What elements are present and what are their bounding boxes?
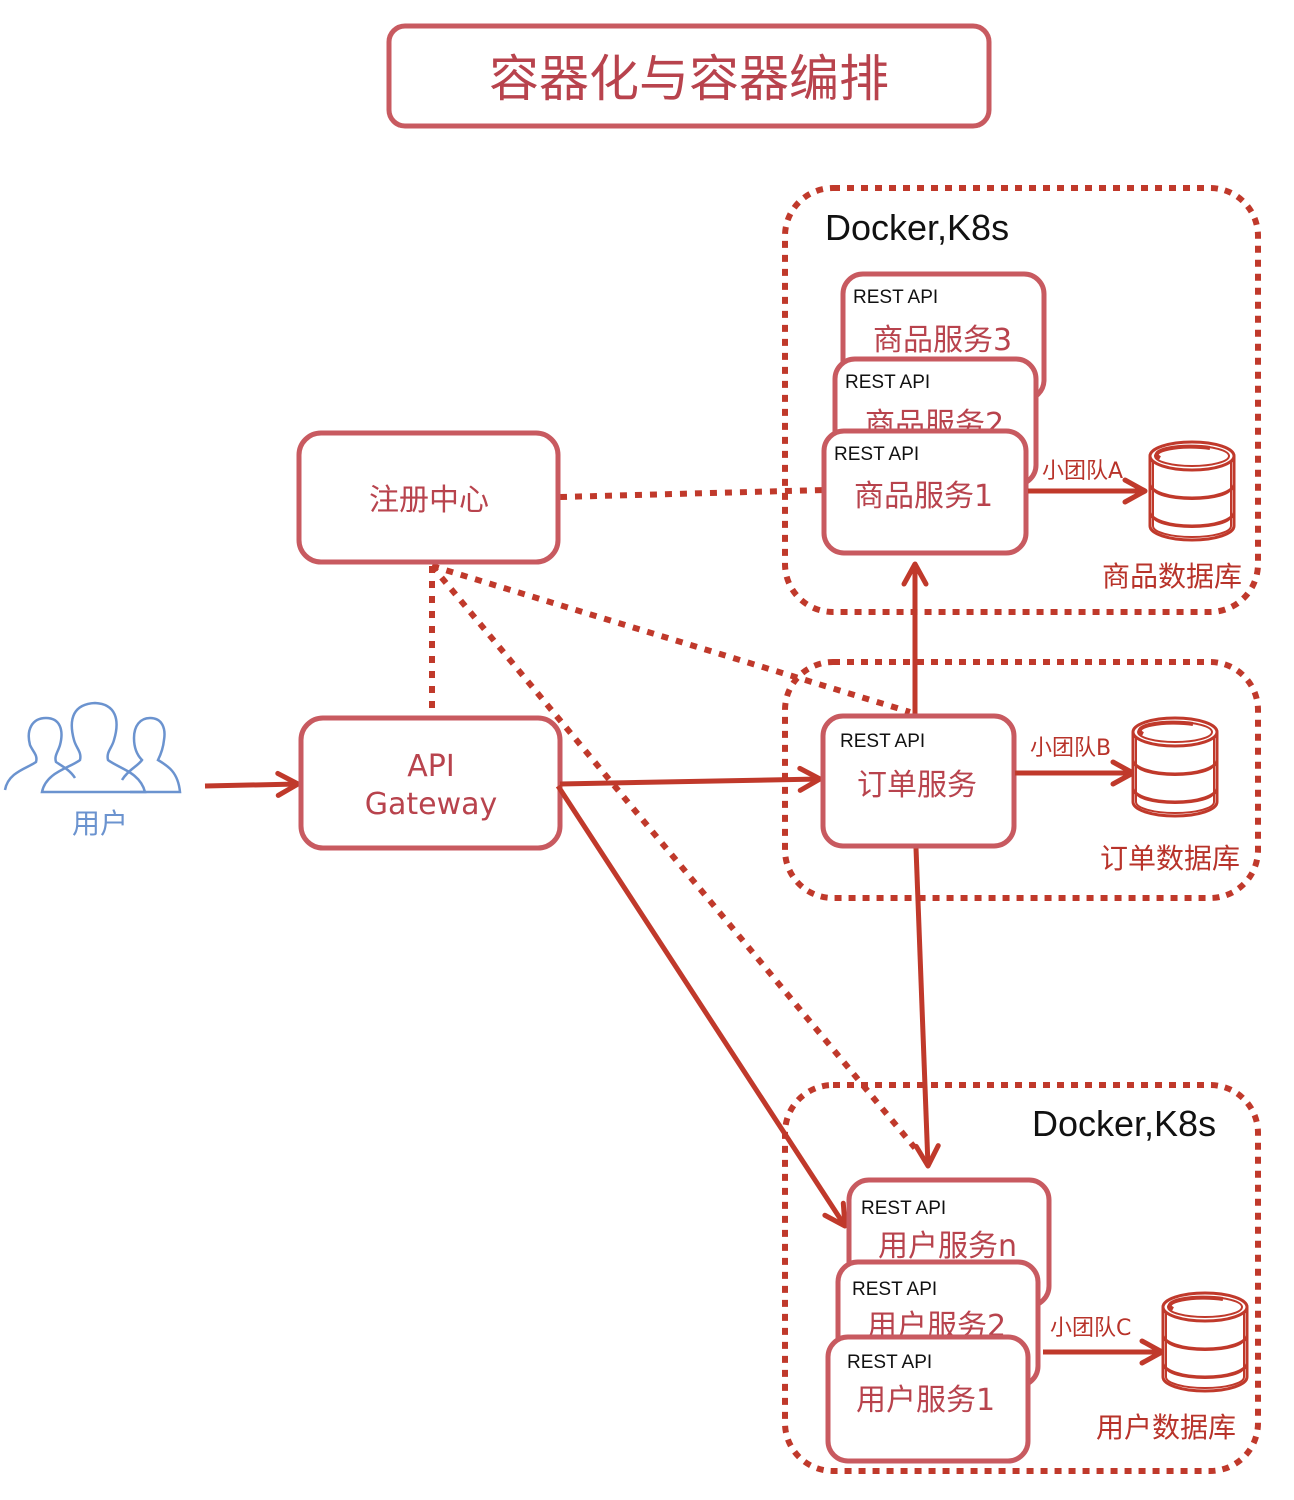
rest-api-label: REST API xyxy=(845,372,930,393)
gateway-label-line1: API xyxy=(407,749,454,784)
registry-box[interactable]: 注册中心 xyxy=(296,430,561,565)
service-name: 用户服务n xyxy=(878,1229,1017,1264)
users-label: 用户 xyxy=(72,807,128,840)
rest-api-label: REST API xyxy=(852,1279,937,1300)
order-service[interactable]: REST API 订单服务 xyxy=(820,713,1017,849)
order-cluster xyxy=(782,659,1261,901)
product-cluster-platform: Docker,K8s xyxy=(825,207,1009,248)
order-db-label: 订单数据库 xyxy=(1100,842,1240,875)
database-icon xyxy=(1148,440,1236,542)
user-cluster xyxy=(782,1082,1261,1474)
users-group-icon xyxy=(3,701,182,794)
service-name: 商品服务3 xyxy=(873,323,1012,358)
gateway-label-line2: Gateway xyxy=(365,787,498,822)
registry-order-link xyxy=(431,563,911,715)
database-icon xyxy=(1131,716,1219,818)
team-b-label: 小团队B xyxy=(1030,736,1111,761)
rest-api-label: REST API xyxy=(861,1198,946,1219)
registry-label: 注册中心 xyxy=(369,483,489,518)
users-to-gateway-arrow xyxy=(204,770,301,798)
rest-api-label: REST API xyxy=(853,287,938,308)
api-gateway-box[interactable]: API Gateway xyxy=(298,715,563,851)
title-box: 容器化与容器编排 xyxy=(386,23,992,129)
rest-api-label: REST API xyxy=(840,731,925,752)
rest-api-label: REST API xyxy=(847,1352,932,1373)
page-title: 容器化与容器编排 xyxy=(489,50,889,108)
registry-user-link xyxy=(429,564,918,1150)
gateway-to-user-arrow xyxy=(555,784,848,1229)
order-to-user-arrow xyxy=(913,847,941,1169)
gateway-to-order-arrow xyxy=(559,765,823,793)
user-service-1[interactable]: REST API 用户服务1 xyxy=(825,1334,1031,1464)
rest-api-label: REST API xyxy=(834,444,919,465)
team-a-label: 小团队A xyxy=(1042,459,1123,484)
user-cluster-platform: Docker,K8s xyxy=(1032,1103,1216,1144)
database-icon xyxy=(1161,1291,1249,1393)
team-c-label: 小团队C xyxy=(1050,1316,1131,1341)
service-name: 订单服务 xyxy=(857,768,977,803)
product-service-1[interactable]: REST API 商品服务1 xyxy=(821,428,1029,556)
service-name: 用户服务1 xyxy=(856,1383,995,1418)
service-name: 商品服务1 xyxy=(854,479,993,514)
user-db-label: 用户数据库 xyxy=(1096,1411,1236,1444)
product-cluster xyxy=(782,185,1261,615)
product-db-label: 商品数据库 xyxy=(1102,560,1242,593)
